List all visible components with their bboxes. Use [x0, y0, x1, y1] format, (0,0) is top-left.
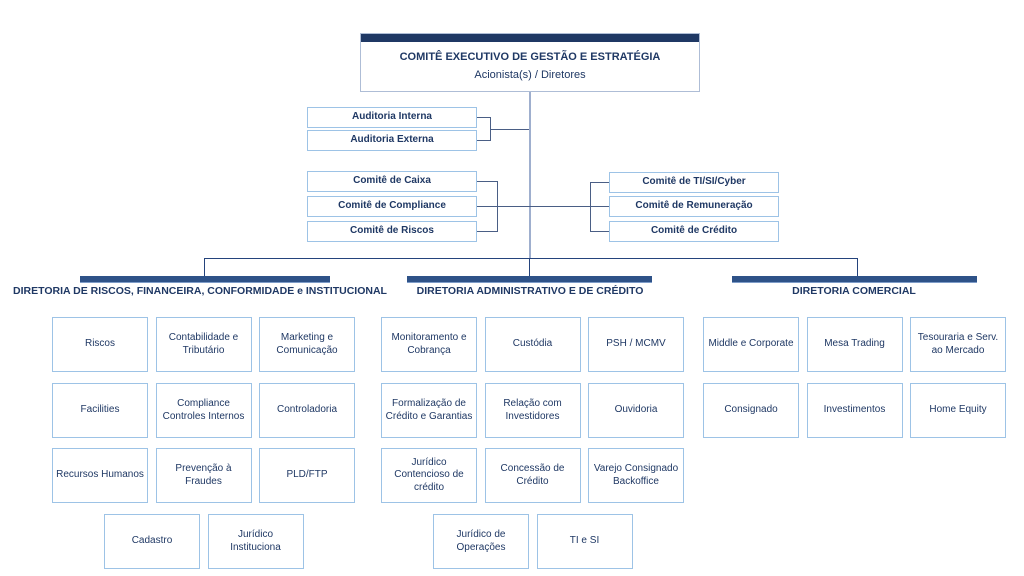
directorate-title-1: DIRETORIA DE RISCOS, FINANCEIRA, CONFORM… [13, 285, 387, 297]
org-box: Middle e Corporate [703, 317, 799, 372]
org-box: Ouvidoria [588, 383, 684, 438]
connector-line [490, 128, 529, 130]
org-box: Investimentos [806, 383, 903, 438]
org-box: Controladoria [259, 383, 355, 438]
root-box: COMITÊ EXECUTIVO DE GESTÃO E ESTRATÉGIA … [360, 33, 700, 92]
connector-line [529, 92, 531, 258]
org-box: Jurídico Instituciona [207, 514, 304, 569]
org-box: Cadastro [104, 514, 200, 569]
org-box: Riscos [52, 317, 148, 372]
connector-line [477, 206, 498, 208]
connector-line [590, 182, 609, 184]
connector-line [857, 258, 859, 276]
org-box: Tesouraria e Serv. ao Mercado [910, 317, 1006, 372]
org-box: Monitoramento e Cobrança [381, 317, 477, 372]
org-box: Mesa Trading [806, 317, 903, 372]
root-title: COMITÊ EXECUTIVO DE GESTÃO E ESTRATÉGIA [399, 51, 661, 63]
committee-box: Comitê de TI/SI/Cyber [609, 172, 779, 193]
org-box: Jurídico Contencioso de crédito [381, 448, 477, 503]
directorate-bar-2 [407, 276, 652, 283]
connector-line [477, 181, 498, 183]
org-box: Marketing e Comunicação [259, 317, 355, 372]
connector-line [477, 117, 491, 119]
org-box: Formalização de Crédito e Garantias [381, 383, 477, 438]
directorate-bar-3 [732, 276, 977, 283]
org-box: PLD/FTP [259, 448, 355, 503]
org-box: Contabilidade e Tributário [155, 317, 252, 372]
org-box: Home Equity [910, 383, 1006, 438]
org-box: Custódia [484, 317, 581, 372]
audit-box: Auditoria Interna [307, 107, 477, 128]
org-box: Relação com Investidores [484, 383, 581, 438]
connector-line [477, 231, 498, 233]
org-box: PSH / MCMV [588, 317, 684, 372]
root-header-strip [361, 34, 699, 42]
org-box: TI e SI [536, 514, 633, 569]
org-box: Consignado [703, 383, 799, 438]
root-subtitle: Acionista(s) / Diretores [474, 69, 586, 81]
org-box: Concessão de Crédito [484, 448, 581, 503]
org-box: Recursos Humanos [52, 448, 148, 503]
org-box: Jurídico de Operações [433, 514, 529, 569]
directorate-title-3: DIRETORIA COMERCIAL [792, 285, 916, 297]
org-box: Varejo Consignado Backoffice [588, 448, 684, 503]
connector-line [497, 206, 591, 208]
org-box: Compliance Controles Internos [155, 383, 252, 438]
committee-box: Comitê de Crédito [609, 221, 779, 242]
committee-box: Comitê de Remuneração [609, 196, 779, 217]
committee-box: Comitê de Compliance [307, 196, 477, 217]
committee-box: Comitê de Riscos [307, 221, 477, 242]
connector-line [529, 258, 531, 276]
directorate-bar-1 [80, 276, 330, 283]
org-box: Prevenção à Fraudes [155, 448, 252, 503]
connector-line [590, 231, 609, 233]
org-box: Facilities [52, 383, 148, 438]
directorate-title-2: DIRETORIA ADMINISTRATIVO E DE CRÉDITO [416, 285, 644, 297]
connector-line [204, 258, 858, 260]
committee-box: Comitê de Caixa [307, 171, 477, 192]
connector-line [204, 258, 206, 276]
connector-line [477, 140, 491, 142]
audit-box: Auditoria Externa [307, 130, 477, 151]
connector-line [590, 206, 609, 208]
